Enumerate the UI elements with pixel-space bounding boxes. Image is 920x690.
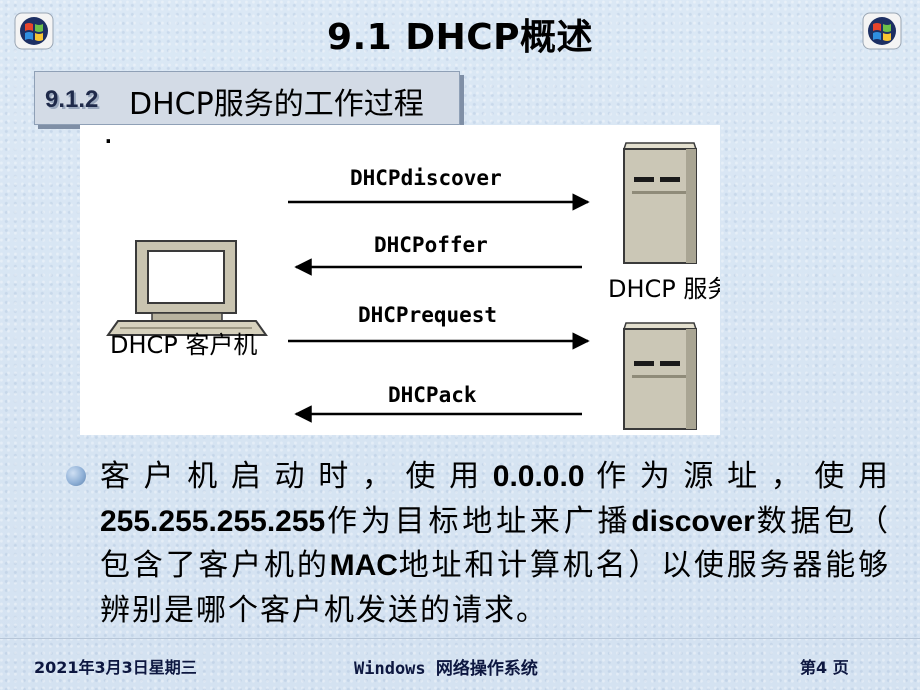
bullet-dot-icon (66, 466, 86, 486)
dhcp-exchange-diagram: . DHCP 客户机 DHCP 服务器 (102, 125, 720, 430)
bullet-text-part: 地址和计算机名）以使服务器能够辨别是哪个客户机发送的请求。 (100, 548, 891, 628)
bullet-text-part: 作为目标地址来广播 (325, 503, 632, 539)
message-label-offer: DHCPoffer (374, 233, 488, 257)
dhcp-diagram: . DHCP 客户机 DHCP 服务器 (80, 125, 720, 435)
bullet-text-part: 作为源址，使用 (584, 459, 890, 494)
bullet-text-part: 客户机启动时，使用 (100, 459, 493, 494)
page-title: 9.1 DHCP概述 (326, 17, 594, 58)
footer-divider (0, 638, 920, 639)
footer-date: 2021年3月3日星期三 (34, 658, 197, 677)
section-title: DHCP服务的工作过程 (129, 87, 424, 122)
section-number: 9.1.2 (45, 86, 99, 113)
server-icon (622, 322, 698, 430)
windows-logo-icon (14, 12, 54, 50)
bullet-bold-ip-broadcast: 255.255.255.255 (100, 504, 326, 538)
bullet-text: 客户机启动时，使用0.0.0.0作为源址，使用 255.255.255.255作为… (100, 455, 890, 633)
message-label-discover: DHCPdiscover (350, 166, 502, 190)
message-label-request: DHCPrequest (358, 303, 497, 327)
section-heading: 9.1.2 DHCP服务的工作过程 (34, 71, 460, 125)
bullet-bold-ip-source: 0.0.0.0 (492, 460, 585, 493)
footer-page-number: 第4 页 (800, 658, 849, 677)
server-icon (622, 142, 698, 264)
bullet-bold-discover: discover (631, 504, 755, 538)
message-label-ack: DHCPack (388, 383, 477, 407)
bullet-bold-mac: MAC (329, 549, 398, 582)
server-label: DHCP 服务器 (608, 275, 720, 303)
bullet-text-part: 数据包（ 包含了客户机的 (100, 503, 891, 584)
stray-dot: . (102, 125, 115, 148)
client-label: DHCP 客户机 (110, 331, 257, 359)
footer-course-name: Windows 网络操作系统 (354, 659, 538, 679)
windows-logo-icon (862, 12, 902, 50)
client-computer-icon (106, 240, 268, 336)
